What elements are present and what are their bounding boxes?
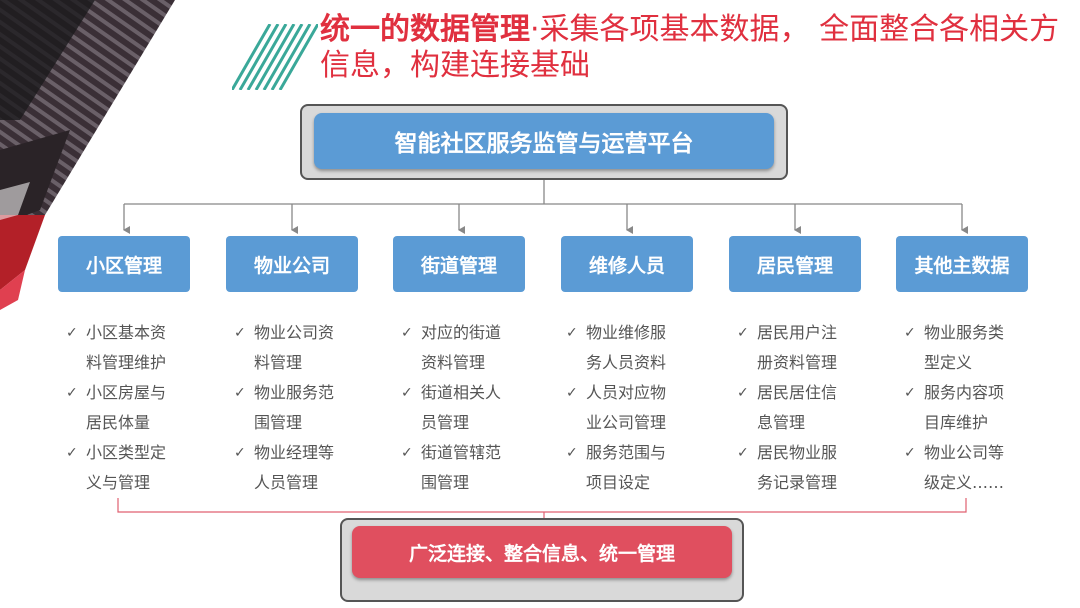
checkmark-icon: ✓ <box>566 378 578 408</box>
category-box-other-master-data: 其他主数据 <box>896 236 1028 292</box>
category-list-repair-staff: ✓物业维修服务人员资料 ✓人员对应物业公司管理 ✓服务范围与项目设定 <box>566 318 676 498</box>
checkmark-icon: ✓ <box>904 378 916 408</box>
category-list-community: ✓小区基本资料管理维护 ✓小区房屋与居民体量 ✓小区类型定义与管理 <box>66 318 176 498</box>
list-item: ✓人员对应物业公司管理 <box>566 378 676 438</box>
checkmark-icon: ✓ <box>66 378 78 408</box>
list-item: ✓居民用户注册资料管理 <box>737 318 847 378</box>
category-box-property-company: 物业公司 <box>226 236 358 292</box>
list-item: ✓小区基本资料管理维护 <box>66 318 176 378</box>
root-platform-box: 智能社区服务监管与运营平台 <box>314 113 774 169</box>
list-item: ✓居民居住信息管理 <box>737 378 847 438</box>
checkmark-icon: ✓ <box>904 318 916 348</box>
checkmark-icon: ✓ <box>234 378 246 408</box>
list-item: ✓服务范围与项目设定 <box>566 438 676 498</box>
checkmark-icon: ✓ <box>737 438 749 468</box>
list-item: ✓服务内容项目库维护 <box>904 378 1016 438</box>
list-item: ✓物业公司资料管理 <box>234 318 344 378</box>
category-box-community: 小区管理 <box>58 236 190 292</box>
checkmark-icon: ✓ <box>234 438 246 468</box>
list-item: ✓物业维修服务人员资料 <box>566 318 676 378</box>
category-box-street: 街道管理 <box>393 236 525 292</box>
list-item: ✓物业服务类型定义 <box>904 318 1016 378</box>
category-box-residents: 居民管理 <box>729 236 861 292</box>
list-item: ✓对应的街道资料管理 <box>401 318 511 378</box>
checkmark-icon: ✓ <box>566 318 578 348</box>
checkmark-icon: ✓ <box>66 318 78 348</box>
checkmark-icon: ✓ <box>401 378 413 408</box>
checkmark-icon: ✓ <box>904 438 916 468</box>
list-item: ✓小区类型定义与管理 <box>66 438 176 498</box>
checkmark-icon: ✓ <box>737 318 749 348</box>
list-item: ✓街道相关人员管理 <box>401 378 511 438</box>
checkmark-icon: ✓ <box>401 318 413 348</box>
category-box-repair-staff: 维修人员 <box>561 236 693 292</box>
summary-box: 广泛连接、整合信息、统一管理 <box>352 526 732 578</box>
category-list-property-company: ✓物业公司资料管理 ✓物业服务范围管理 ✓物业经理等人员管理 <box>234 318 344 498</box>
checkmark-icon: ✓ <box>566 438 578 468</box>
list-item: ✓居民物业服务记录管理 <box>737 438 847 498</box>
list-item: ✓物业服务范围管理 <box>234 378 344 438</box>
list-item: ✓街道管辖范围管理 <box>401 438 511 498</box>
category-list-residents: ✓居民用户注册资料管理 ✓居民居住信息管理 ✓居民物业服务记录管理 <box>737 318 847 498</box>
list-item: ✓物业公司等级定义…… <box>904 438 1016 498</box>
checkmark-icon: ✓ <box>737 378 749 408</box>
checkmark-icon: ✓ <box>66 438 78 468</box>
category-list-other-master-data: ✓物业服务类型定义 ✓服务内容项目库维护 ✓物业公司等级定义…… <box>904 318 1016 498</box>
list-item: ✓物业经理等人员管理 <box>234 438 344 498</box>
list-item: ✓小区房屋与居民体量 <box>66 378 176 438</box>
checkmark-icon: ✓ <box>234 318 246 348</box>
checkmark-icon: ✓ <box>401 438 413 468</box>
category-list-street: ✓对应的街道资料管理 ✓街道相关人员管理 ✓街道管辖范围管理 <box>401 318 511 498</box>
